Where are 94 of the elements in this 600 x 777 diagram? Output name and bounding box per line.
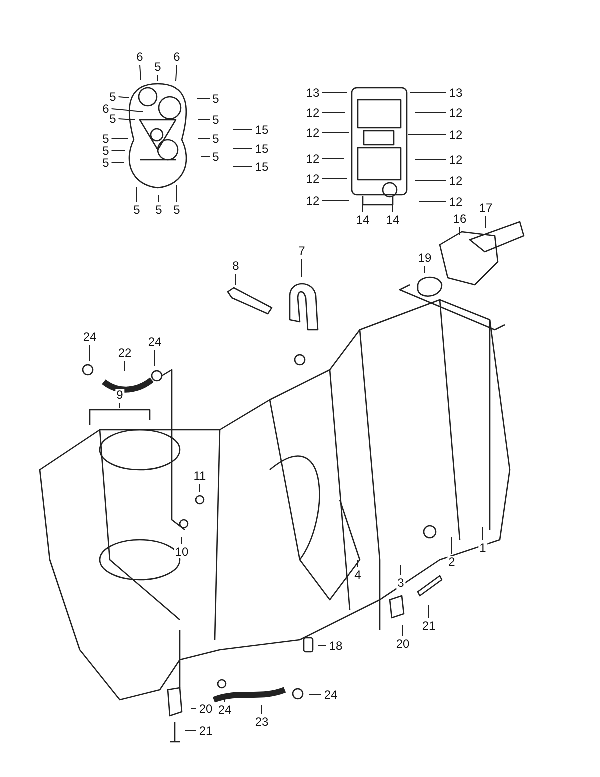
leader-line xyxy=(308,694,322,696)
callout-number: 6 xyxy=(172,51,182,63)
leader-line xyxy=(111,162,124,164)
callout-number: 23 xyxy=(254,716,270,728)
leader-line xyxy=(402,624,404,636)
callout-number: 12 xyxy=(305,195,321,207)
callout-number: 5 xyxy=(102,145,110,157)
leader-line xyxy=(140,64,142,80)
leader-line xyxy=(322,178,348,180)
callout-number: 21 xyxy=(421,620,437,632)
callout-number: 5 xyxy=(154,204,164,216)
callout-number: 12 xyxy=(448,175,464,187)
leader-line xyxy=(154,350,156,366)
callout-number: 24 xyxy=(323,689,339,701)
callout-number: 17 xyxy=(478,202,494,214)
callout-number: 8 xyxy=(232,260,240,272)
callout-number: 22 xyxy=(117,347,133,359)
leader-line xyxy=(408,134,447,136)
leader-line xyxy=(482,526,484,540)
leader-line xyxy=(176,184,178,202)
callout-number: 12 xyxy=(448,129,464,141)
callout-number: 15 xyxy=(254,124,270,136)
callout-number: 13 xyxy=(305,87,321,99)
callout-number: 24 xyxy=(217,704,233,716)
callout-number: 5 xyxy=(102,157,110,169)
callout-number: 5 xyxy=(172,204,182,216)
callout-number: 5 xyxy=(102,133,110,145)
callout-number: 20 xyxy=(198,703,214,715)
callout-number: 19 xyxy=(417,252,433,264)
callout-number: 20 xyxy=(395,638,411,650)
leader-line xyxy=(322,158,344,160)
leader-line xyxy=(322,92,348,94)
callout-number: 5 xyxy=(108,91,118,103)
callout-number: 5 xyxy=(132,204,142,216)
leader-line xyxy=(198,138,211,140)
leader-line xyxy=(190,708,197,710)
leader-line xyxy=(118,118,136,120)
leader-line xyxy=(184,730,197,732)
callout-number: 12 xyxy=(305,127,321,139)
callout-number: 12 xyxy=(448,196,464,208)
leader-line xyxy=(200,156,211,158)
callout-number: 11 xyxy=(192,470,208,482)
callout-number: 1 xyxy=(478,542,488,554)
leader-line xyxy=(118,96,130,98)
leader-line xyxy=(111,138,128,140)
leader-line xyxy=(414,112,447,114)
leader-line xyxy=(158,194,160,202)
callout-number: 9 xyxy=(116,389,124,401)
callout-number: 7 xyxy=(298,245,306,257)
leader-line xyxy=(414,180,447,182)
leader-line xyxy=(322,132,350,134)
callout-number: 24 xyxy=(147,336,163,348)
callout-number: 3 xyxy=(396,577,406,589)
leader-line xyxy=(124,360,126,372)
callout-number: 6 xyxy=(136,51,144,63)
callout-number: 13 xyxy=(448,87,464,99)
leader-line xyxy=(196,98,211,100)
callout-number: 5 xyxy=(212,93,220,105)
callout-number: 6 xyxy=(102,103,110,115)
callout-number: 12 xyxy=(448,107,464,119)
callout-number: 12 xyxy=(305,173,321,185)
callout-number: 16 xyxy=(452,213,468,225)
leader-line xyxy=(111,108,144,112)
leader-line xyxy=(111,150,126,152)
leader-line xyxy=(232,148,253,150)
leader-line xyxy=(410,92,447,94)
callout-number: 15 xyxy=(254,161,270,173)
callout-number: 12 xyxy=(305,153,321,165)
leader-line xyxy=(424,266,426,274)
callout-number: 5 xyxy=(108,113,118,125)
callout-number: 15 xyxy=(254,143,270,155)
callout-number: 12 xyxy=(305,107,321,119)
leader-line xyxy=(428,604,430,618)
callout-number: 12 xyxy=(448,154,464,166)
callout-number: 5 xyxy=(212,151,220,163)
callout-number: 5 xyxy=(212,114,220,126)
callout-number: 10 xyxy=(174,546,190,558)
leader-line xyxy=(136,186,138,202)
callout-number: 18 xyxy=(328,640,344,652)
callout-number: 5 xyxy=(154,61,162,73)
callout-number: 5 xyxy=(212,133,220,145)
callout-number: 2 xyxy=(448,556,456,568)
callout-number: 4 xyxy=(354,569,362,581)
leader-line xyxy=(362,202,364,212)
leader-line xyxy=(176,64,178,82)
leader-line xyxy=(322,112,346,114)
leader-line xyxy=(392,202,394,212)
callout-number: 24 xyxy=(82,331,98,343)
callout-number: 14 xyxy=(385,214,401,226)
callout-number: 14 xyxy=(355,214,371,226)
callout-number: 21 xyxy=(198,725,214,737)
leader-line xyxy=(322,200,350,202)
leader-line xyxy=(232,166,253,168)
leader-line xyxy=(400,564,402,576)
